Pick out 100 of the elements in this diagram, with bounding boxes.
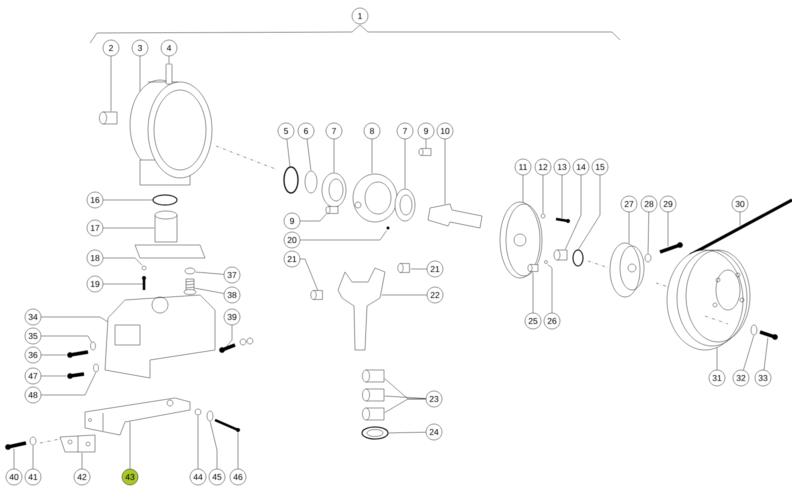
callout-number: 45	[208, 468, 226, 486]
bolt	[659, 242, 683, 254]
leader-line	[210, 422, 218, 469]
washer	[90, 342, 96, 350]
o-ring	[152, 194, 178, 206]
callout-number: 46	[230, 468, 246, 486]
leader-line	[41, 336, 92, 342]
washer	[644, 254, 652, 262]
callout-number: 9	[418, 122, 434, 140]
bolt	[184, 278, 196, 295]
leader-line	[41, 354, 66, 356]
callout-number: 22	[426, 286, 444, 304]
callout-number: 37	[224, 266, 240, 284]
leader-line	[286, 138, 290, 166]
washer	[184, 268, 196, 274]
callout-number: 47	[24, 368, 42, 384]
washer	[750, 324, 758, 336]
leader-line	[110, 56, 112, 112]
callout-number: 14	[572, 158, 590, 176]
callout-number: 38	[224, 286, 240, 304]
callout-number: 23	[426, 390, 442, 408]
arm-drawing	[84, 398, 190, 436]
bushing	[99, 112, 118, 124]
callout-number: 31	[708, 370, 726, 386]
leader-line	[194, 288, 224, 294]
callout-number: 32	[732, 370, 750, 386]
belt	[689, 198, 792, 256]
callout-number: 42	[74, 468, 90, 486]
leader-line	[716, 348, 718, 370]
callout-number: 35	[24, 328, 42, 344]
leader-line	[32, 446, 34, 469]
callout-number: 13	[554, 158, 570, 176]
leader-line	[382, 294, 427, 296]
washer	[206, 410, 214, 422]
leader-line	[578, 175, 600, 250]
callout-number: 39	[224, 308, 240, 326]
callout-number: 21	[284, 250, 300, 268]
shaft	[428, 204, 482, 228]
leader-line	[300, 258, 318, 290]
pin	[326, 206, 338, 214]
leader-line	[410, 268, 427, 270]
callout-number: 2	[102, 40, 120, 56]
washer	[304, 170, 318, 194]
bushing	[554, 250, 568, 260]
leader-line	[532, 272, 534, 313]
callout-number: 21	[426, 260, 444, 278]
callout-number: 19	[86, 276, 104, 292]
hub-drawing	[588, 242, 644, 298]
leader-line	[168, 56, 170, 64]
callout-number: 9	[284, 212, 300, 230]
leader-line	[300, 212, 328, 222]
callout-number: 34	[24, 308, 42, 326]
callout-number: 15	[592, 158, 608, 176]
callout-number: 43	[122, 468, 138, 486]
clamp-drawing	[40, 434, 96, 452]
leader-line	[444, 139, 446, 204]
washer	[30, 436, 36, 446]
bearing	[394, 188, 416, 222]
flange-disc	[500, 202, 542, 278]
leader-line	[388, 432, 426, 434]
bushing	[362, 408, 384, 420]
leader-line	[743, 336, 754, 370]
callout-number: 30	[732, 196, 748, 212]
bushing	[362, 388, 384, 402]
callout-number: 36	[24, 346, 42, 364]
leader-line	[41, 372, 96, 396]
screw	[556, 218, 570, 223]
ring-nut	[283, 166, 299, 194]
callout-number: 41	[24, 468, 42, 486]
leader-line	[196, 272, 224, 275]
callout-number: 7	[396, 122, 414, 140]
leader-line	[226, 325, 232, 346]
leader-line	[384, 396, 426, 399]
washer	[93, 364, 99, 372]
bushing	[310, 290, 323, 300]
bolt	[67, 350, 88, 358]
leader-line	[306, 138, 312, 170]
leader-line	[548, 264, 552, 313]
callout-number: 1	[352, 8, 368, 24]
bushing	[398, 263, 410, 273]
leader-line	[542, 175, 544, 214]
leader-line	[300, 230, 387, 240]
bolt	[219, 338, 254, 353]
pin	[418, 148, 432, 156]
callout-number: 11	[514, 158, 532, 176]
nut	[194, 408, 202, 416]
bearing	[322, 172, 346, 208]
callout-number: 44	[190, 468, 206, 486]
washer	[540, 214, 546, 218]
bracket-drawing	[104, 294, 216, 378]
seal-ring	[362, 426, 388, 440]
bushing	[362, 370, 384, 382]
pin	[528, 264, 538, 272]
fork-drawing	[338, 268, 386, 350]
callout-number: 26	[544, 312, 560, 330]
leader-line	[565, 175, 582, 250]
leader-line	[103, 258, 142, 266]
callout-number: 17	[86, 220, 104, 236]
bolt	[759, 330, 778, 340]
leader-line	[404, 139, 406, 188]
